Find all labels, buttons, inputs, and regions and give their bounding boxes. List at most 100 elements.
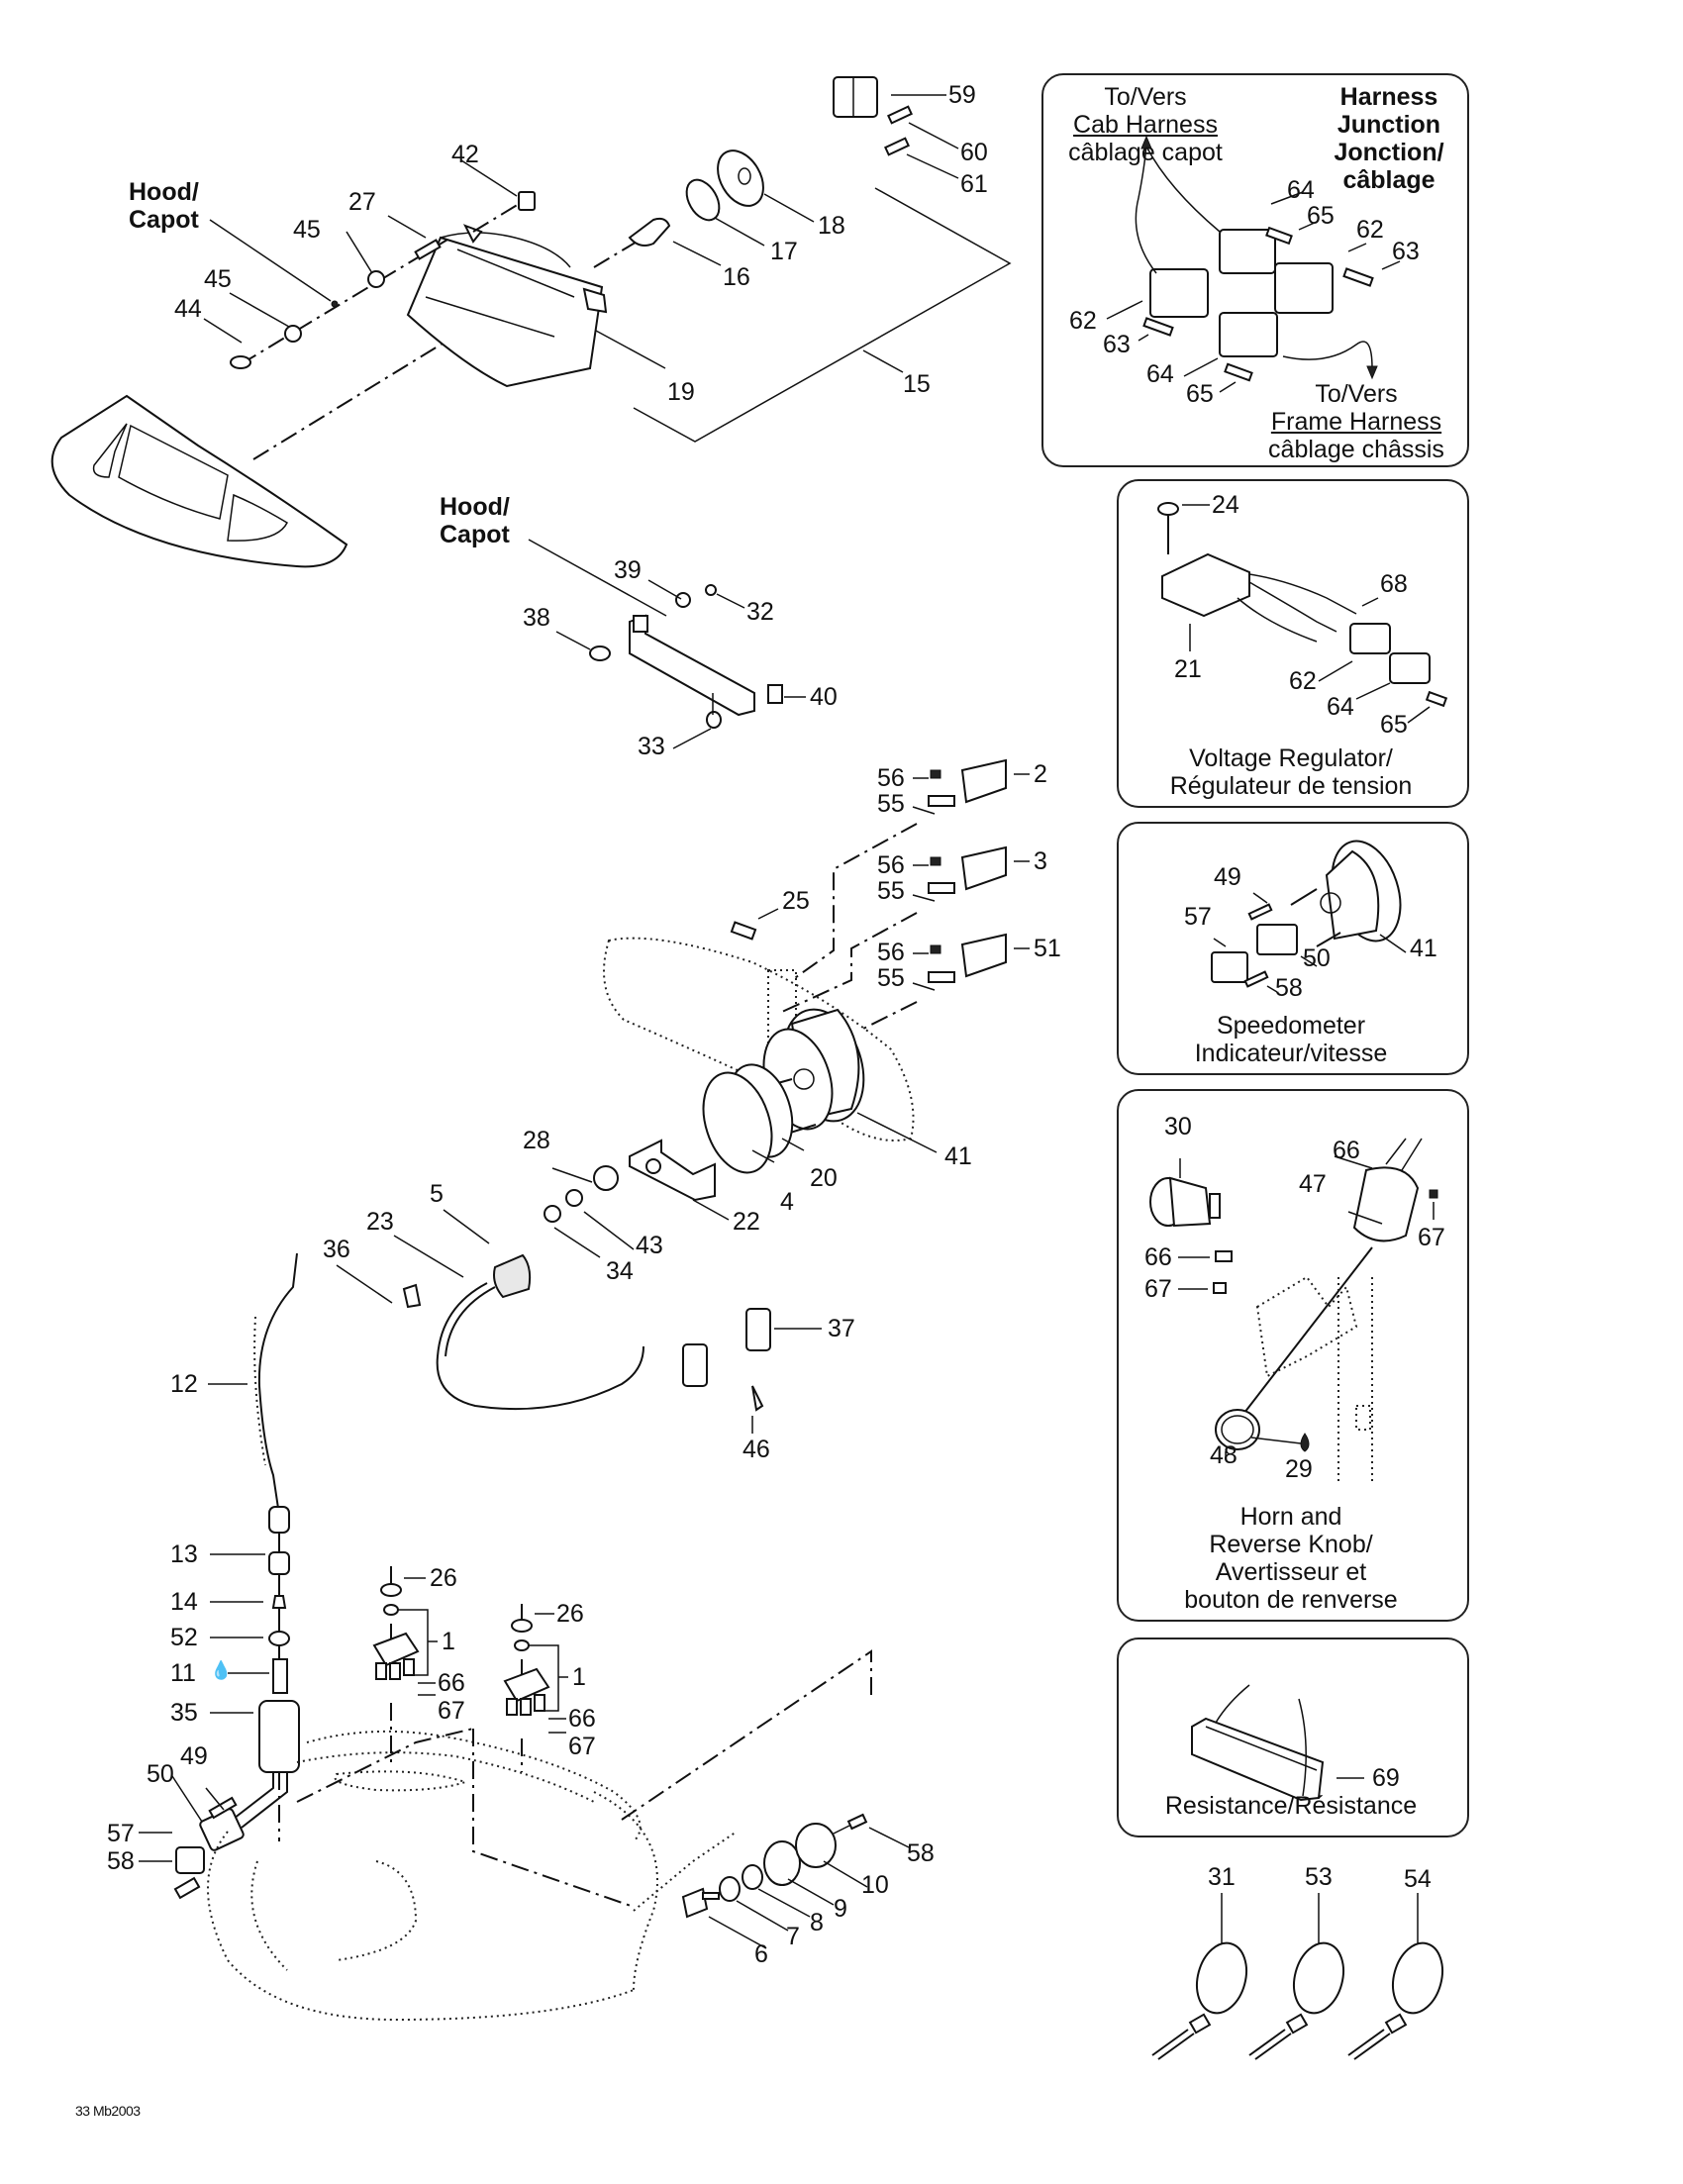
dashboard-outline bbox=[603, 937, 915, 1142]
part-label-67: 67 bbox=[1418, 1224, 1445, 1251]
part-label-51: 51 bbox=[1034, 935, 1061, 962]
figure-code: 33 Mb2003 bbox=[75, 2103, 141, 2119]
to-frame-line1: To/Vers bbox=[1315, 380, 1398, 408]
leader-lines-speedometer bbox=[1213, 892, 1407, 993]
caption-line4: bouton de renverse bbox=[1184, 1586, 1398, 1614]
part-label-49: 49 bbox=[180, 1742, 208, 1770]
tether-coil bbox=[253, 1316, 266, 1466]
part-label-68: 68 bbox=[1380, 570, 1408, 598]
caption-line2: Reverse Knob/ bbox=[1209, 1531, 1373, 1558]
part-label-58: 58 bbox=[907, 1839, 935, 1867]
gauge-bracket bbox=[629, 1139, 716, 1202]
part-label-65: 65 bbox=[1307, 202, 1335, 230]
to-cab-harness-note: To/Vers Cab Harness câblage capot bbox=[1051, 83, 1239, 166]
assembly-line bbox=[791, 823, 918, 981]
assembly-line bbox=[781, 912, 918, 1013]
part-label-13: 13 bbox=[170, 1540, 198, 1568]
part-label-66: 66 bbox=[438, 1669, 465, 1697]
part-label-55: 55 bbox=[877, 964, 905, 992]
part-label-57: 57 bbox=[1184, 903, 1212, 931]
part-label-8: 8 bbox=[810, 1909, 824, 1936]
leader-lines-ignition bbox=[708, 1827, 910, 1949]
resistance-caption: Resistance/Résistance bbox=[1164, 1792, 1418, 1820]
part-label-21: 21 bbox=[1174, 655, 1202, 683]
part-label-28: 28 bbox=[523, 1127, 550, 1154]
horn-reverse-inset-drawing bbox=[1149, 1138, 1438, 1485]
caption-line2: Indicateur/vitesse bbox=[1194, 1040, 1388, 1067]
part-label-7: 7 bbox=[786, 1923, 800, 1950]
part-label-63: 63 bbox=[1392, 238, 1420, 265]
voltage-regulator-caption: Voltage Regulator/ Régulateur de tension bbox=[1119, 745, 1463, 800]
to-frame-harness-note: To/Vers Frame Harness câblage châssis bbox=[1257, 380, 1455, 463]
part-label-67: 67 bbox=[568, 1733, 596, 1760]
hood-callout-line2: Capot bbox=[440, 521, 510, 548]
part-label-45: 45 bbox=[293, 216, 321, 244]
part-label-22: 22 bbox=[733, 1208, 760, 1236]
bulb-and-seals bbox=[628, 149, 764, 247]
leader-lines-tether bbox=[139, 1553, 269, 1862]
headlight-connector bbox=[833, 76, 913, 156]
harness-title-line3: Jonction/ bbox=[1334, 139, 1444, 166]
part-label-38: 38 bbox=[523, 604, 550, 632]
harness-title-line4: câblage bbox=[1342, 166, 1436, 194]
part-label-10: 10 bbox=[861, 1871, 889, 1899]
part-label-37: 37 bbox=[828, 1315, 855, 1342]
part-label-14: 14 bbox=[170, 1588, 198, 1616]
part-label-62: 62 bbox=[1069, 307, 1097, 335]
part-label-66: 66 bbox=[568, 1705, 596, 1733]
caption-line3: Avertisseur et bbox=[1215, 1558, 1367, 1586]
cable-tie-54 bbox=[1347, 1893, 1443, 2060]
part-label-42: 42 bbox=[451, 141, 479, 168]
kit-bracket-15 bbox=[633, 187, 1012, 443]
to-frame-line2: Frame Harness bbox=[1270, 408, 1442, 436]
assembly-line bbox=[240, 239, 448, 365]
speedometer-caption: Speedometer Indicateur/vitesse bbox=[1119, 1012, 1463, 1067]
part-label-19: 19 bbox=[667, 378, 695, 406]
part-label-69: 69 bbox=[1372, 1764, 1400, 1792]
part-label-49: 49 bbox=[1214, 863, 1241, 891]
voltage-regulator-panel bbox=[1117, 479, 1469, 808]
part-label-59: 59 bbox=[948, 81, 976, 109]
part-label-62: 62 bbox=[1289, 667, 1317, 695]
part-label-31: 31 bbox=[1208, 1863, 1236, 1891]
part-label-15: 15 bbox=[903, 370, 931, 398]
part-label-16: 16 bbox=[723, 263, 750, 291]
part-label-26: 26 bbox=[556, 1600, 584, 1628]
hood-callout-line1: Hood/ bbox=[129, 178, 199, 206]
caption-line1: Speedometer bbox=[1216, 1012, 1366, 1040]
part-label-60: 60 bbox=[960, 139, 988, 166]
assembly-line bbox=[296, 1728, 474, 1803]
part-label-39: 39 bbox=[614, 556, 642, 584]
hood-callout-top: Hood/ Capot bbox=[129, 178, 199, 234]
to-cab-line1: To/Vers bbox=[1104, 83, 1187, 111]
harness-junction-connectors bbox=[1135, 135, 1378, 382]
part-label-56: 56 bbox=[877, 764, 905, 792]
part-label-56: 56 bbox=[877, 851, 905, 879]
part-label-63: 63 bbox=[1103, 331, 1131, 358]
grease-drop-icon: 💧 bbox=[210, 1660, 233, 1680]
speedometer-inset-drawing bbox=[1211, 840, 1402, 988]
part-label-4: 4 bbox=[780, 1188, 794, 1216]
rocker-switches bbox=[730, 758, 1007, 983]
leader-lines-clamps bbox=[751, 1328, 822, 1434]
to-frame-line3: câblage châssis bbox=[1268, 436, 1444, 463]
part-label-41: 41 bbox=[1410, 935, 1437, 962]
part-label-64: 64 bbox=[1327, 693, 1354, 721]
harness-title-line1: Harness bbox=[1339, 83, 1438, 111]
part-label-36: 36 bbox=[323, 1236, 350, 1263]
hood-headlight-panel bbox=[50, 394, 348, 568]
part-label-67: 67 bbox=[1144, 1275, 1172, 1303]
cable-clamps bbox=[682, 1308, 771, 1412]
assembly-line bbox=[252, 338, 451, 460]
resistance-panel bbox=[1117, 1638, 1469, 1837]
part-label-1: 1 bbox=[442, 1628, 455, 1655]
part-label-56: 56 bbox=[877, 939, 905, 966]
tether-switch-stack bbox=[173, 1506, 300, 1900]
part-label-11: 11 bbox=[170, 1659, 196, 1687]
part-label-29: 29 bbox=[1285, 1455, 1313, 1483]
part-label-47: 47 bbox=[1299, 1170, 1327, 1198]
part-label-64: 64 bbox=[1287, 176, 1315, 204]
part-label-27: 27 bbox=[348, 188, 376, 216]
part-label-12: 12 bbox=[170, 1370, 198, 1398]
leader-lines-toggles bbox=[404, 1577, 566, 1734]
